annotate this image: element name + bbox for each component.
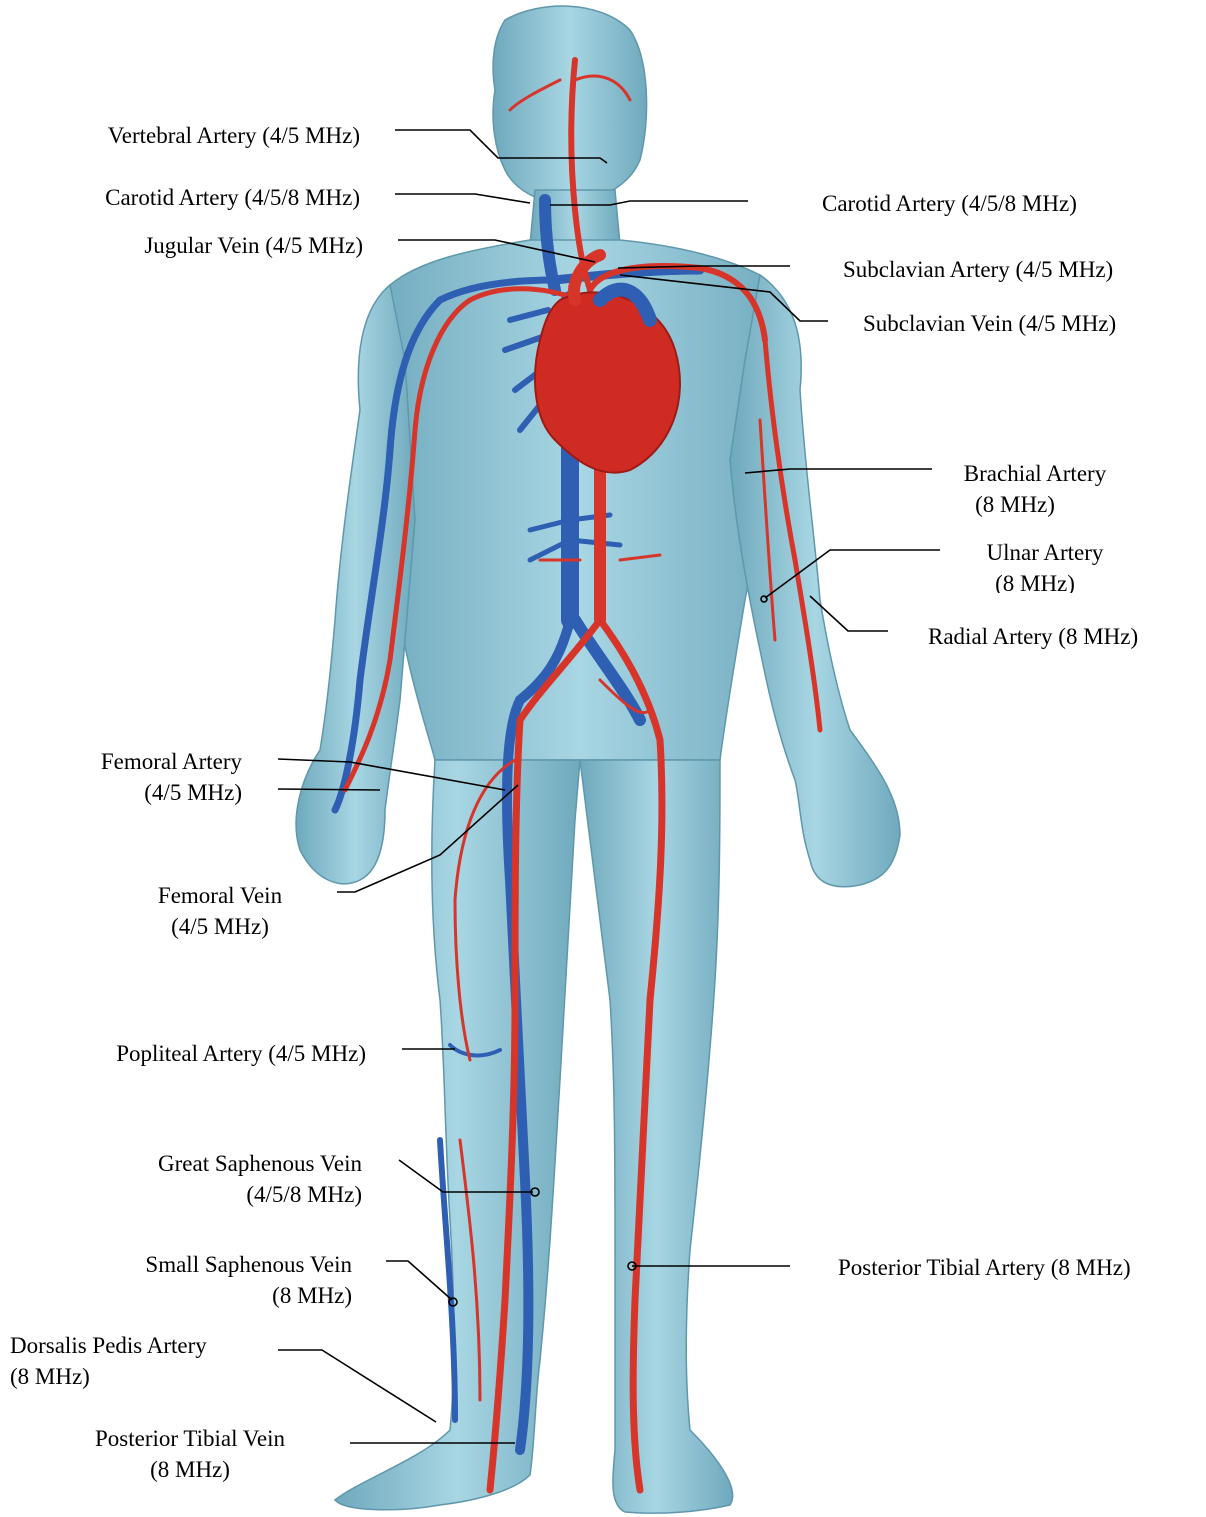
label-subclavian-artery: Subclavian Artery (4/5 MHz) (843, 254, 1113, 285)
femoral-vein-frequency: (4/5 MHz) (120, 911, 320, 942)
femoral-artery-frequency: (4/5 MHz) (40, 777, 242, 808)
ulnar-artery-frequency: (8 MHz) (960, 568, 1130, 593)
femoral-artery-name: Femoral Artery (40, 746, 242, 777)
small-saphenous-vein-frequency: (8 MHz) (40, 1280, 352, 1311)
small-saphenous-vein-name: Small Saphenous Vein (40, 1249, 352, 1280)
dorsalis-pedis-artery-frequency: (8 MHz) (10, 1361, 207, 1392)
leader-femoral-artery-2 (278, 789, 380, 790)
label-femoral-artery: Femoral Artery (4/5 MHz) (40, 746, 242, 808)
label-subclavian-vein: Subclavian Vein (4/5 MHz) (863, 308, 1116, 339)
posterior-tibial-vein-frequency: (8 MHz) (70, 1454, 310, 1485)
leader-dorsalis-pedis-artery (278, 1350, 436, 1422)
leader-small-saphenous-vein (386, 1261, 452, 1300)
label-radial-artery: Radial Artery (8 MHz) (928, 621, 1138, 652)
label-posterior-tibial-vein: Posterior Tibial Vein (8 MHz) (70, 1423, 310, 1485)
ulnar-artery-name: Ulnar Artery (960, 537, 1130, 568)
brachial-artery-name: Brachial Artery (940, 458, 1130, 489)
label-posterior-tibial-artery: Posterior Tibial Artery (8 MHz) (838, 1252, 1131, 1283)
label-carotid-artery-right: Carotid Artery (4/5/8 MHz) (822, 188, 1077, 219)
femoral-vein-name: Femoral Vein (120, 880, 320, 911)
label-carotid-artery-left: Carotid Artery (4/5/8 MHz) (10, 182, 360, 213)
label-small-saphenous-vein: Small Saphenous Vein (8 MHz) (40, 1249, 352, 1311)
body-silhouette (296, 6, 900, 1513)
brachial-artery-frequency: (8 MHz) (900, 489, 1130, 520)
posterior-tibial-vein-name: Posterior Tibial Vein (70, 1423, 310, 1454)
label-popliteal-artery: Popliteal Artery (4/5 MHz) (20, 1038, 366, 1069)
label-femoral-vein: Femoral Vein (4/5 MHz) (120, 880, 320, 942)
label-dorsalis-pedis-artery: Dorsalis Pedis Artery (8 MHz) (10, 1330, 207, 1392)
label-vertebral-artery: Vertebral Artery (4/5 MHz) (20, 120, 360, 151)
great-saphenous-vein-name: Great Saphenous Vein (60, 1148, 362, 1179)
label-ulnar-artery: Ulnar Artery (8 MHz) (960, 537, 1130, 593)
great-saphenous-vein-frequency: (4/5/8 MHz) (60, 1179, 362, 1210)
label-jugular-vein: Jugular Vein (4/5 MHz) (40, 230, 363, 261)
label-brachial-artery: Brachial Artery (8 MHz) (940, 458, 1130, 520)
label-great-saphenous-vein: Great Saphenous Vein (4/5/8 MHz) (60, 1148, 362, 1210)
leader-carotid-artery-left (395, 194, 530, 203)
dorsalis-pedis-artery-name: Dorsalis Pedis Artery (10, 1330, 207, 1361)
